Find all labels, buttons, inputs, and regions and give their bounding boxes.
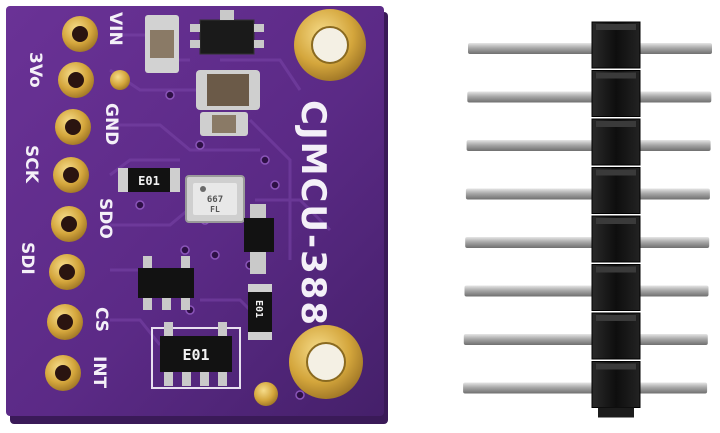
pin-label-sdi: SDI xyxy=(17,242,37,275)
header-pin xyxy=(463,334,708,345)
pin-label-sdo: SDO xyxy=(95,198,115,239)
pin-pad-sdo xyxy=(51,206,87,242)
pin-pad-int xyxy=(45,355,81,391)
pressure-sensor: 667 FL xyxy=(185,175,245,223)
pressure-sensor-mark: 667 xyxy=(207,195,223,205)
ic-sot23 xyxy=(138,256,194,310)
header-notch xyxy=(598,407,634,418)
inductor xyxy=(196,70,260,110)
header-pin xyxy=(464,285,709,297)
header-pin xyxy=(467,91,712,103)
resistor-chip-1: E01 xyxy=(118,168,180,192)
pin-labels: VIN 3Vo GND SCK SDO SDI CS INT xyxy=(17,12,125,389)
header-plastic-highlight xyxy=(596,315,636,321)
resistor-chip-2-mark: E01 xyxy=(253,300,264,318)
pin-label-vin: VIN xyxy=(105,12,125,46)
pin-label-3vo: 3Vo xyxy=(25,52,45,88)
header-plastic-highlight xyxy=(596,169,636,176)
pin-label-gnd: GND xyxy=(101,103,121,145)
header-plastic-highlight xyxy=(596,121,636,127)
pressure-sensor-sub: FL xyxy=(210,205,220,214)
capacitor-top xyxy=(145,15,179,73)
header-pin xyxy=(466,140,711,151)
mounting-hole-bottom xyxy=(289,325,363,399)
mounting-hole-top xyxy=(294,9,366,81)
pin-pad-sdi xyxy=(49,254,85,290)
pin-label-sck: SCK xyxy=(21,145,41,184)
ic-soic8-mark: E01 xyxy=(182,346,209,364)
pin-pad-cs xyxy=(47,304,83,340)
header-plastic-highlight xyxy=(596,266,636,273)
header-plastic-highlight xyxy=(596,72,636,79)
pin-label-int: INT xyxy=(89,356,109,389)
resistor-chip-2: E01 xyxy=(248,284,272,340)
board-model-label: CJMCU-388 xyxy=(293,100,333,327)
resistor-chip-1-mark: E01 xyxy=(138,174,160,188)
pin-header xyxy=(463,21,712,418)
capacitor-mid xyxy=(200,112,248,136)
header-pin xyxy=(465,237,710,248)
pin-pad-gnd xyxy=(55,109,91,145)
transistor xyxy=(244,204,274,274)
pin-pad-vin xyxy=(62,16,98,52)
header-plastic-highlight xyxy=(596,24,636,30)
header-pin xyxy=(463,382,708,394)
voltage-regulator xyxy=(190,10,264,55)
ic-soic8: E01 xyxy=(151,322,241,389)
header-pin xyxy=(468,43,712,54)
header-plastic-highlight xyxy=(596,363,636,370)
header-plastic-highlight xyxy=(596,218,636,224)
pin-pad-3vo xyxy=(58,62,94,98)
pin-pads xyxy=(45,16,278,406)
pin-pad-sck xyxy=(53,157,89,193)
header-pin xyxy=(465,188,710,200)
pin-label-cs: CS xyxy=(91,307,111,332)
